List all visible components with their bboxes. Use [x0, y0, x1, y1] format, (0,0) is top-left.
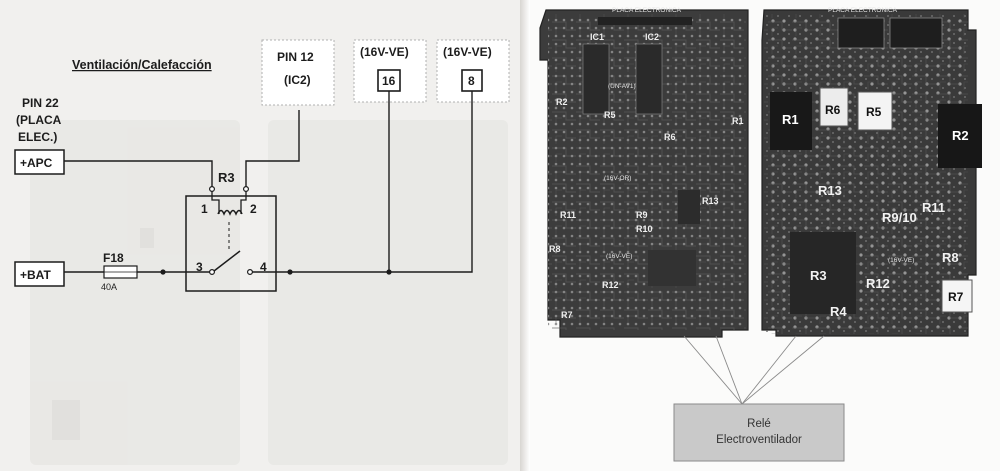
schematic-title: Ventilación/Calefacción [72, 58, 212, 72]
board-right-r9-10: R9/10 [882, 210, 917, 225]
relay-callout: Relé Electroventilador [673, 335, 845, 462]
board-right-r4: R4 [830, 304, 847, 319]
pin12-line1: PIN 12 [277, 50, 314, 64]
board-left-r5: R5 [604, 110, 616, 120]
board-right-relay-r5 [857, 91, 893, 131]
apc-label: +APC [20, 156, 53, 170]
bat-label: +BAT [20, 268, 51, 282]
board-right-r7: R7 [948, 290, 964, 304]
board-right-relay-r2 [938, 104, 982, 168]
board-right-conn-c: (16V-VE) [888, 257, 914, 264]
board-right-relay-r1 [770, 92, 812, 150]
board-left-r1: R1 [732, 116, 744, 126]
board-right-relay-r3 [790, 232, 856, 314]
wire-apc-to-relay [64, 160, 213, 187]
source-pin-line1: PIN 22 [22, 96, 59, 110]
board-left-ic2: IC2 [645, 32, 659, 42]
board-left-r13: R13 [702, 196, 719, 206]
pin12-box [261, 39, 335, 106]
schematic: Ventilación/Calefacción PIN 22 (PLACA EL… [14, 39, 510, 292]
board-left-r6: R6 [664, 132, 676, 142]
board-left-conn-c: (16V-VE) [606, 253, 632, 260]
relay-box [185, 195, 277, 292]
out16-pin: 16 [382, 74, 396, 88]
board-right-relay-r6 [819, 87, 849, 127]
board-right-r13: R13 [818, 183, 842, 198]
board-right-header: PLACA ELECTRONICA [828, 7, 898, 14]
relay-callout-box [673, 403, 845, 462]
board-right: PLACA ELECTRONICA R1 R6 R5 R2 R13 R9/10 … [761, 7, 982, 337]
board-left-r10: R10 [636, 224, 653, 234]
fuse-rating: 40A [101, 282, 117, 292]
relay-pin-4: 4 [260, 260, 267, 274]
relay-label: R3 [218, 170, 235, 185]
board-left-r11: R11 [560, 210, 576, 220]
wire-relay-to-pin12 [245, 110, 300, 187]
relay-coil-icon [217, 209, 243, 216]
source-pin-line3: ELEC.) [18, 130, 57, 144]
board-left-r7: R7 [561, 310, 573, 320]
relay-pin-1: 1 [201, 202, 208, 216]
relay-pin-2: 2 [250, 202, 257, 216]
fuse-label: F18 [103, 251, 124, 265]
relay-callout-line1: Relé [747, 418, 771, 430]
relay-callout-line2: Electroventilador [716, 434, 802, 446]
faded-background-boards [30, 120, 508, 465]
out8-pin: 8 [468, 74, 475, 88]
source-pin-line2: (PLACA [16, 113, 62, 127]
board-right-r11: R11 [922, 200, 945, 215]
board-left-r8: R8 [549, 244, 561, 254]
board-right-r12: R12 [866, 276, 890, 291]
board-right-r2: R2 [952, 128, 969, 143]
relay-pin-3: 3 [196, 260, 203, 274]
relay-contact-4 [247, 269, 254, 276]
board-left: PLACA ELECTRONICA IC1 IC2 (UN-AV1) (16V-… [539, 7, 749, 338]
book-gutter [520, 0, 530, 471]
pin12-line2: (IC2) [284, 73, 311, 87]
out8-header: (16V-VE) [443, 45, 492, 59]
apc-terminal-box [14, 149, 65, 175]
board-right-r5: R5 [866, 105, 882, 119]
board-right-r6: R6 [825, 103, 841, 117]
board-right-relay-r7 [941, 279, 973, 313]
wire-relay-to-out8 [252, 91, 473, 273]
board-left-r2: R2 [556, 97, 568, 107]
board-left-r12: R12 [602, 280, 619, 290]
relay-switch-blade [213, 250, 241, 272]
board-left-conn-a: (UN-AV1) [608, 83, 636, 90]
board-right-r8: R8 [942, 250, 959, 265]
board-left-header: PLACA ELECTRONICA [612, 7, 682, 14]
board-left-conn-b: (16V-OR) [604, 175, 631, 182]
board-right-r3: R3 [810, 268, 827, 283]
board-left-ic1: IC1 [590, 32, 604, 42]
out16-header: (16V-VE) [360, 45, 409, 59]
board-right-r1: R1 [782, 112, 799, 127]
board-left-r9: R9 [636, 210, 648, 220]
bat-terminal-box [14, 261, 65, 287]
